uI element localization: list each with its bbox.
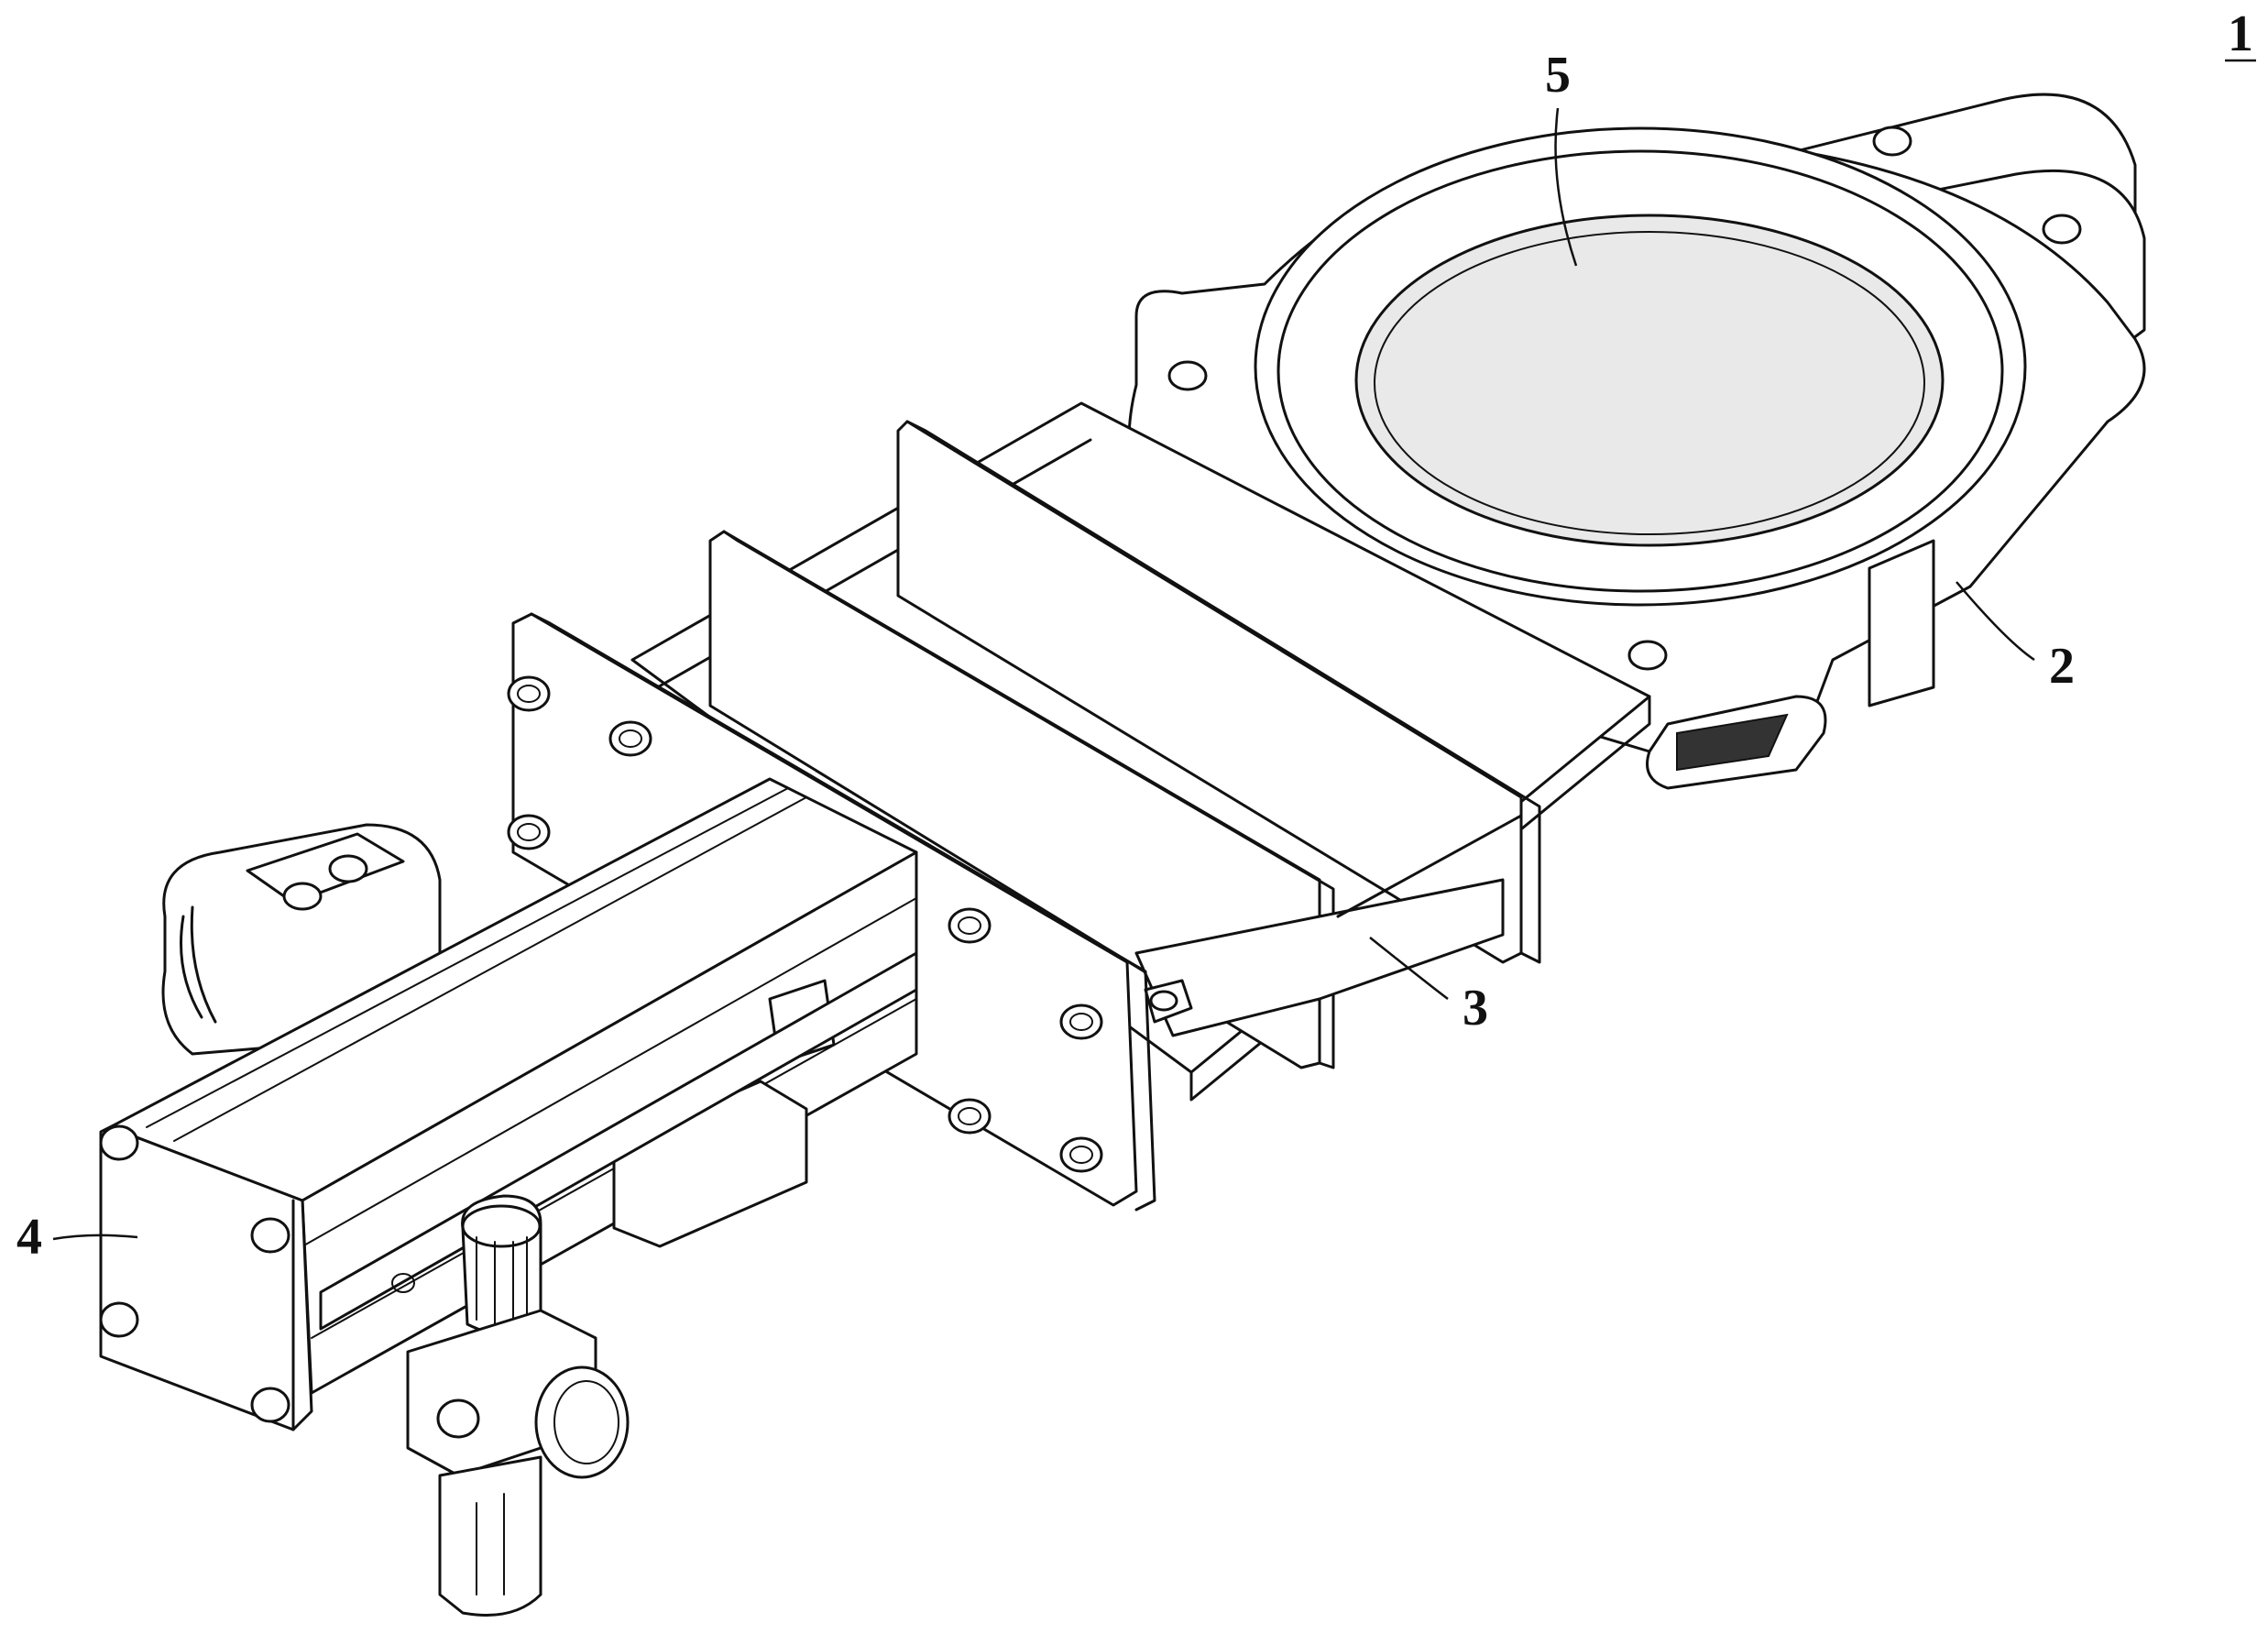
callout-frame: 3 xyxy=(1463,980,1488,1036)
frame-housing xyxy=(630,401,1651,1102)
callout-bore: 5 xyxy=(1545,47,1571,104)
callout-body: 2 xyxy=(2049,638,2075,695)
filter-regulator xyxy=(406,1194,630,1617)
leader-lines xyxy=(52,107,2035,1241)
valve-body xyxy=(1127,93,2146,790)
actuator-cylinder xyxy=(99,777,918,1431)
callout-actuator: 4 xyxy=(16,1209,42,1266)
figure-reference: 1 xyxy=(2228,5,2253,62)
bore xyxy=(1354,214,1945,547)
